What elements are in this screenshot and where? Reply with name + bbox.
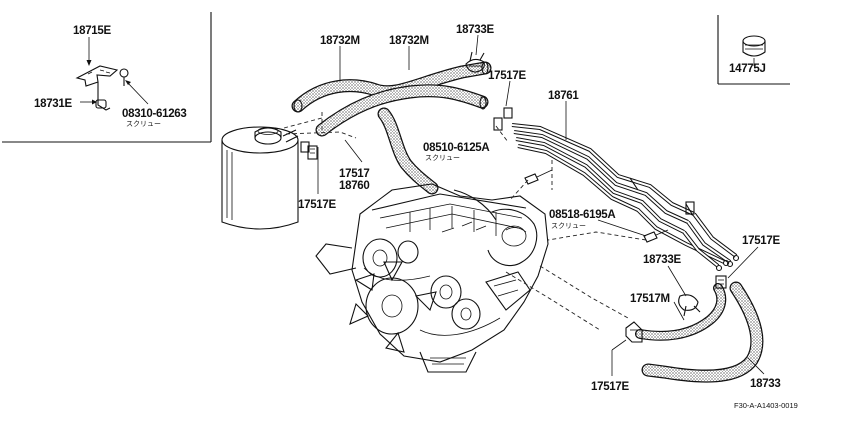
diagram-code: F30-A-A1403-0019: [734, 401, 798, 410]
label-08310-sub: スクリュー: [126, 120, 161, 128]
label-17517E-left: 17517E: [298, 199, 336, 211]
label-18733E-mid: 18733E: [643, 254, 681, 266]
label-18731E: 18731E: [34, 98, 72, 110]
label-17517E-right: 17517E: [742, 235, 780, 247]
hose-18760: [377, 107, 439, 195]
label-18732M-a: 18732M: [320, 35, 360, 47]
label-14775J: 14775J: [729, 63, 766, 75]
cap-14775J: [742, 35, 766, 66]
pipe-assembly-18761: [511, 123, 740, 272]
hose-17517M: [635, 283, 727, 341]
label-17517E-top: 17517E: [488, 70, 526, 82]
label-18760: 18760: [339, 180, 369, 192]
dashed-connection-lines: [283, 112, 647, 331]
hose-18732M-upper: [291, 61, 492, 113]
label-17517E-bottom: 17517E: [591, 381, 629, 393]
bracket-18715E: [75, 65, 119, 111]
engine-block: [315, 183, 549, 373]
label-18715E: 18715E: [73, 25, 111, 37]
label-17517: 17517: [339, 168, 369, 180]
clamp-18733E-mid: [678, 294, 701, 317]
label-18733: 18733: [750, 378, 780, 390]
canister: [221, 126, 299, 230]
clamp-17517E-left: [300, 141, 318, 160]
hose-18733: [641, 281, 764, 383]
label-08510-6125A: 08510-6125A: [423, 142, 489, 154]
screw-08510-6125A: [524, 169, 553, 185]
screw-08518-6195A: [643, 229, 669, 243]
label-08310-61263: 08310-61263: [122, 108, 187, 120]
hose-ends: [293, 61, 489, 113]
clamp-17517E-bottom: [625, 321, 643, 343]
leader-lines-main: [317, 34, 765, 376]
part-labels: 18715E 18731E 08310-61263 スクリュー 18732M 1…: [34, 24, 798, 410]
label-08510-sub: スクリュー: [425, 154, 460, 162]
clamp-17517E-right: [715, 275, 727, 289]
label-18761: 18761: [548, 90, 579, 102]
screw-08310-61263: [119, 68, 129, 86]
inset-box-bracket: [2, 12, 212, 143]
clamp-17517E-top: [493, 107, 513, 131]
clamp-18733E-top: [465, 51, 485, 73]
label-08518-sub: スクリュー: [551, 222, 586, 230]
inset-box-cap: [717, 15, 790, 85]
hose-18732M-lower: [315, 84, 489, 137]
label-18733E-top: 18733E: [456, 24, 494, 36]
leader-lines-inset: [80, 37, 149, 105]
label-08518-6195A: 08518-6195A: [549, 209, 615, 221]
label-17517M: 17517M: [630, 293, 670, 305]
label-18732M-b: 18732M: [389, 35, 429, 47]
